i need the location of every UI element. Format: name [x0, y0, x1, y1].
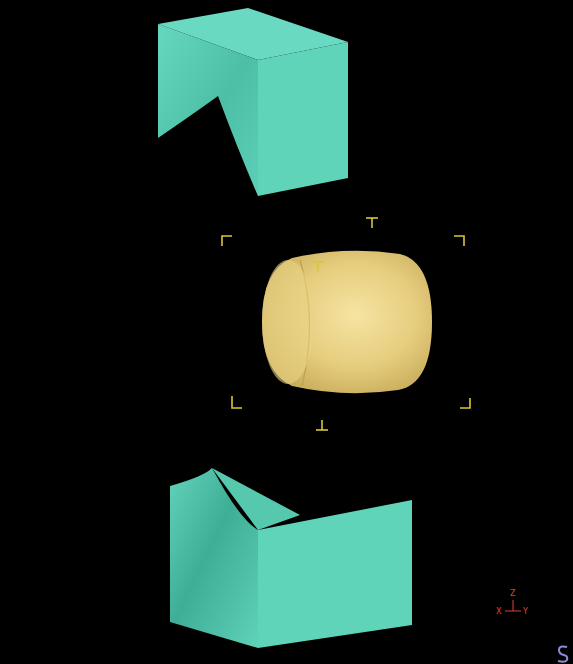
billet	[262, 251, 432, 393]
logo-mark	[558, 646, 567, 661]
lower-die	[170, 460, 412, 648]
axis-triad	[505, 600, 521, 611]
upper-die	[158, 8, 348, 196]
selection-bracket	[222, 218, 470, 430]
axis-label: Z	[510, 589, 515, 598]
axis-label: X	[496, 607, 501, 616]
axis-label: Y	[523, 607, 528, 616]
